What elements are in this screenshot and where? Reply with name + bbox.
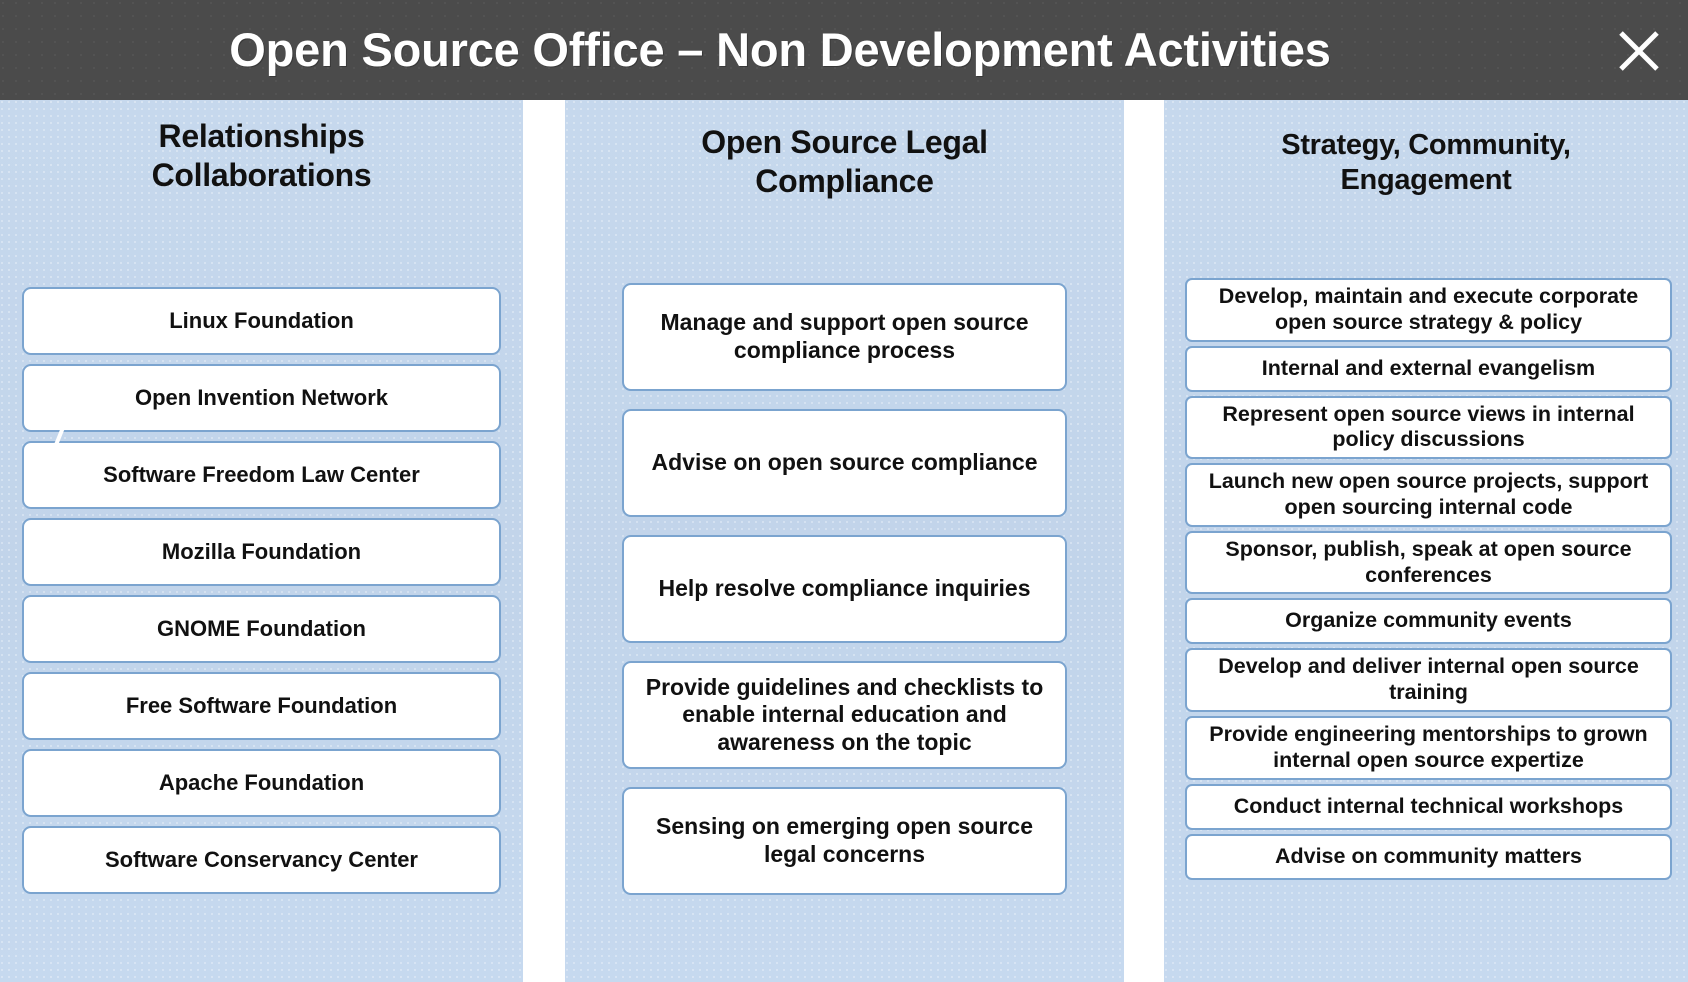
list-item[interactable]: Provide guidelines and checklists to ena… [622, 661, 1067, 769]
list-item[interactable]: Manage and support open source complianc… [622, 283, 1067, 391]
list-item[interactable]: Sponsor, publish, speak at open source c… [1185, 530, 1672, 595]
list-item[interactable]: Organize community events [1185, 598, 1672, 645]
list-item[interactable]: Conduct internal technical workshops [1185, 783, 1672, 830]
column-2-card-list: Manage and support open source complianc… [565, 283, 1124, 913]
list-item[interactable]: Provide engineering mentorships to grown… [1185, 715, 1672, 780]
close-icon[interactable] [1612, 24, 1666, 78]
list-item[interactable]: GNOME Foundation [22, 595, 501, 663]
list-item[interactable]: Apache Foundation [22, 749, 501, 817]
column-3-header-line-1: Strategy, Community, [1281, 129, 1571, 161]
column-2-header-line-1: Open Source Legal [701, 124, 988, 160]
list-item[interactable]: Software Freedom Law Center [22, 441, 501, 509]
list-item[interactable]: Free Software Foundation [22, 672, 501, 740]
column-3-header-line-2: Engagement [1340, 164, 1512, 197]
column-1-card-list: Linux Foundation Open Invention Network … [0, 287, 523, 903]
list-item[interactable]: Develop, maintain and execute corporate … [1185, 278, 1672, 342]
list-item[interactable]: Help resolve compliance inquiries [622, 535, 1067, 643]
list-item[interactable]: Develop and deliver internal open source… [1185, 648, 1672, 712]
column-strategy-community-engagement: Strategy, Community, Engagement Develop,… [1164, 100, 1688, 982]
list-item[interactable]: Mozilla Foundation [22, 518, 501, 586]
list-item[interactable]: Linux Foundation [22, 287, 501, 355]
column-1-header-line-2: Collaborations [151, 157, 372, 194]
column-3-card-list: Develop, maintain and execute corporate … [1164, 278, 1688, 884]
column-1-header: Relationships Collaborations [0, 117, 523, 195]
page-title: Open Source Office – Non Development Act… [229, 23, 1331, 76]
list-item[interactable]: Advise on open source compliance [622, 409, 1067, 517]
list-item[interactable]: Open Invention Network [22, 364, 501, 432]
list-item[interactable]: Launch new open source projects, support… [1185, 463, 1672, 527]
column-2-header-line-2: Compliance [755, 163, 934, 200]
column-1-header-line-1: Relationships [158, 118, 365, 154]
list-item[interactable]: Internal and external evangelism [1185, 345, 1672, 392]
list-item[interactable]: Represent open source views in internal … [1185, 395, 1672, 460]
column-2-header: Open Source Legal Compliance [565, 123, 1124, 201]
title-bar: Open Source Office – Non Development Act… [0, 0, 1688, 100]
list-item[interactable]: Sensing on emerging open source legal co… [622, 787, 1067, 895]
activities-board: Relationships Collaborations Linux Found… [0, 100, 1688, 982]
list-item[interactable]: Advise on community matters [1185, 833, 1672, 880]
column-3-header: Strategy, Community, Engagement [1164, 128, 1688, 199]
column-open-source-legal-compliance: Open Source Legal Compliance Manage and … [565, 100, 1124, 982]
list-item[interactable]: Software Conservancy Center [22, 826, 501, 894]
column-relationships-collaborations: Relationships Collaborations Linux Found… [0, 100, 523, 982]
